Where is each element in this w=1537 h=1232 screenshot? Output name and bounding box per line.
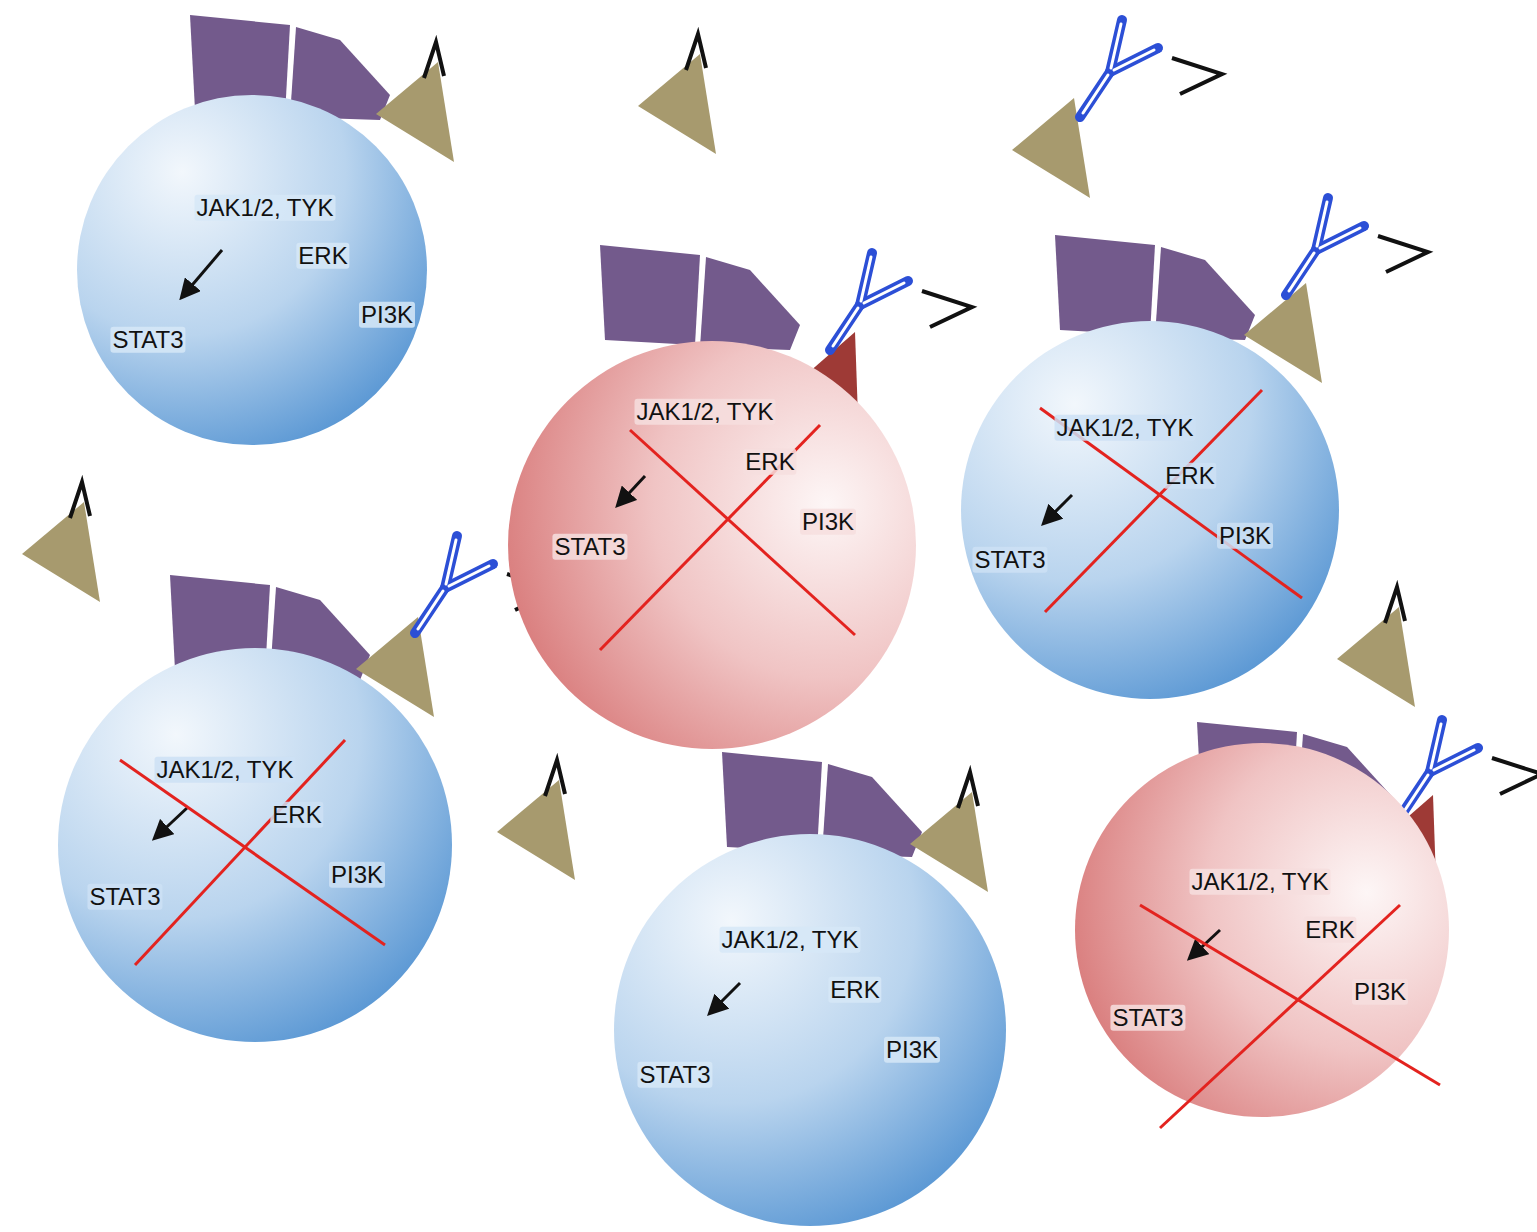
cell: JAK1/2, TYK ERK PI3K STAT3: [613, 833, 1007, 1227]
cell-body: [76, 94, 428, 446]
pathway-label: STAT3: [110, 327, 185, 353]
cell: JAK1/2, TYK ERK PI3K STAT3: [1074, 742, 1450, 1118]
pathway-label: ERK: [1163, 463, 1216, 489]
pathway-label: STAT3: [1110, 1005, 1185, 1031]
antibody: [830, 253, 972, 350]
pathway-label: JAK1/2, TYK: [155, 757, 296, 783]
cell: JAK1/2, TYK ERK PI3K STAT3: [57, 647, 453, 1043]
pathway-label: STAT3: [87, 884, 162, 910]
inhibition-cross: [1140, 905, 1440, 1085]
inhibition-cross: [135, 740, 345, 965]
pathway-label: STAT3: [637, 1062, 712, 1088]
pathway-label: PI3K: [359, 302, 415, 328]
cell-membrane: [961, 321, 1339, 699]
pathway-label: ERK: [743, 449, 796, 475]
pathway-label: PI3K: [329, 862, 385, 888]
pathway-label: PI3K: [1217, 523, 1273, 549]
cell-membrane: [77, 95, 427, 445]
pathway-label: JAK1/2, TYK: [195, 195, 336, 221]
inhibition-cross: [1040, 408, 1302, 598]
signal-arrow: [155, 808, 187, 838]
cell-body: [960, 320, 1340, 700]
pathway-label: ERK: [828, 977, 881, 1003]
inhibition-cross: [120, 760, 385, 945]
free-ligand: [638, 34, 716, 154]
cell-membrane: [1075, 743, 1449, 1117]
cell-membrane: [58, 648, 452, 1042]
pathway-label: ERK: [1303, 917, 1356, 943]
cell-body: [1074, 742, 1450, 1118]
signal-arrow: [710, 983, 740, 1013]
pathway-label: JAK1/2, TYK: [720, 927, 861, 953]
ligand: [376, 42, 454, 162]
cell-membrane: [508, 341, 916, 749]
pathway-label: JAK1/2, TYK: [1190, 869, 1331, 895]
cell: JAK1/2, TYK ERK PI3K STAT3: [507, 340, 917, 750]
free-ligand: [1012, 98, 1090, 198]
signal-arrow: [1044, 495, 1072, 523]
pathway-label: ERK: [270, 802, 323, 828]
inhibition-cross: [1045, 390, 1262, 612]
pathway-label: PI3K: [884, 1037, 940, 1063]
pathway-label: STAT3: [972, 547, 1047, 573]
cell-body: [57, 647, 453, 1043]
cell-membrane: [614, 834, 1006, 1226]
pathway-label: ERK: [296, 243, 349, 269]
pathway-label: STAT3: [552, 534, 627, 560]
antibody: [1080, 20, 1222, 117]
cell: JAK1/2, TYK ERK PI3K STAT3: [960, 320, 1340, 700]
antibody: [1400, 720, 1537, 817]
pathway-label: JAK1/2, TYK: [1055, 415, 1196, 441]
free-ligand: [1337, 587, 1415, 707]
cell-body: [613, 833, 1007, 1227]
pathway-label: JAK1/2, TYK: [635, 399, 776, 425]
pathway-label: PI3K: [1352, 979, 1408, 1005]
pathway-label: PI3K: [800, 509, 856, 535]
cell: JAK1/2, TYK ERK PI3K STAT3: [76, 94, 428, 446]
inhibition-cross: [600, 425, 820, 650]
signal-arrow: [618, 476, 645, 505]
signal-arrow: [182, 250, 222, 297]
free-ligand: [22, 482, 100, 602]
antibody: [1286, 198, 1428, 295]
free-ligand: [497, 760, 575, 880]
receptor: [600, 245, 800, 350]
